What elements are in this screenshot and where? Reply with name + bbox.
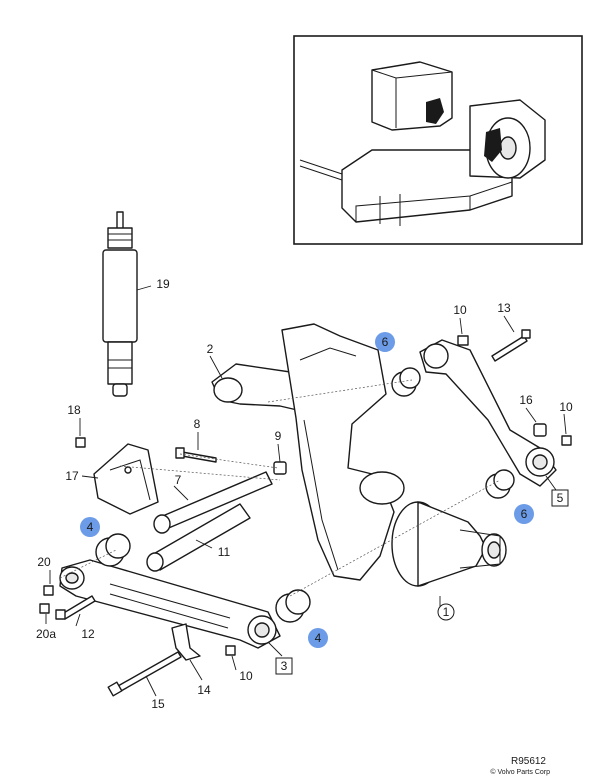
callout-label-15: 15: [151, 697, 165, 711]
callout-label-19: 19: [156, 277, 170, 291]
callout-label: 1: [443, 605, 450, 619]
bushing-4-right: [275, 589, 311, 623]
lower-arm-3: [59, 559, 281, 649]
callout-label-13: 13: [497, 301, 511, 315]
rod-11: [146, 503, 251, 572]
callout-1: 1: [437, 603, 455, 621]
callout-label-10-top: 10: [453, 303, 467, 317]
callout-label-10-bottom: 10: [239, 669, 253, 683]
callout-highlight-circle: [80, 517, 100, 537]
callout-highlight-circle: [375, 332, 395, 352]
callout-label: 5: [557, 491, 564, 505]
callout-label-16: 16: [519, 393, 533, 407]
bolt-18: [75, 437, 86, 448]
hub-1: [391, 501, 507, 587]
callout-highlight-circle: [514, 504, 534, 524]
callout-5: 5: [551, 489, 569, 507]
rod-7: [153, 471, 273, 534]
callout-label: 4: [315, 631, 322, 645]
callout-label-14: 14: [197, 683, 211, 697]
callout-label-20: 20: [37, 555, 51, 569]
callout-label: 6: [521, 507, 528, 521]
bracket-17: [93, 443, 159, 515]
bolt-10-right: [561, 435, 572, 446]
bolt-13: [491, 329, 531, 362]
inset-overview: [293, 35, 583, 245]
link-arm-5: [419, 339, 557, 487]
shock-absorber-19: [102, 211, 138, 397]
callout-label-7: 7: [175, 473, 182, 487]
callout-label-18: 18: [67, 403, 81, 417]
bolt-15: [107, 651, 182, 697]
callout-label: 6: [382, 335, 389, 349]
callout-4-left: 4: [80, 517, 100, 537]
callout-highlight-circle: [308, 628, 328, 648]
callout-label-11: 11: [218, 545, 231, 559]
callout-label-8: 8: [194, 417, 201, 431]
plain-callouts: 2 7 8 9 10 10 10 11 12 13 14 15 16 17 18…: [36, 277, 573, 711]
knuckle-carrier: [281, 323, 405, 581]
bolt-10-bottom: [225, 645, 236, 656]
callout-label-2: 2: [207, 342, 214, 356]
bolt-20a: [39, 603, 50, 614]
callout-label: 3: [281, 659, 288, 673]
bushing-6-top: [391, 367, 421, 397]
bushing-4-left: [95, 533, 131, 567]
leader-lines: [45, 285, 567, 697]
inset-car-sketch: [299, 61, 546, 226]
callout-3: 3: [275, 657, 293, 675]
callout-label-9: 9: [275, 429, 282, 443]
nut-16: [533, 423, 547, 437]
bushing-6-bottom: [485, 469, 515, 499]
callout-label-20a: 20a: [36, 627, 56, 641]
assembly-lines: [59, 379, 501, 597]
bolt-12: [55, 595, 96, 620]
callout-label: 4: [87, 520, 94, 534]
callout-6-top: 6: [375, 332, 395, 352]
callout-6-bottom: 6: [514, 504, 534, 524]
bolt-8: [175, 447, 217, 463]
callout-label-12: 12: [81, 627, 95, 641]
bolt-10-top: [457, 335, 469, 346]
callout-label-10-right: 10: [559, 400, 573, 414]
clip-14: [171, 623, 201, 661]
reference-code: R95612: [511, 756, 546, 767]
bolt-20: [43, 585, 54, 596]
callout-4-right: 4: [308, 628, 328, 648]
callout-label-17: 17: [65, 469, 79, 483]
copyright-text: © Volvo Parts Corp: [490, 768, 550, 776]
